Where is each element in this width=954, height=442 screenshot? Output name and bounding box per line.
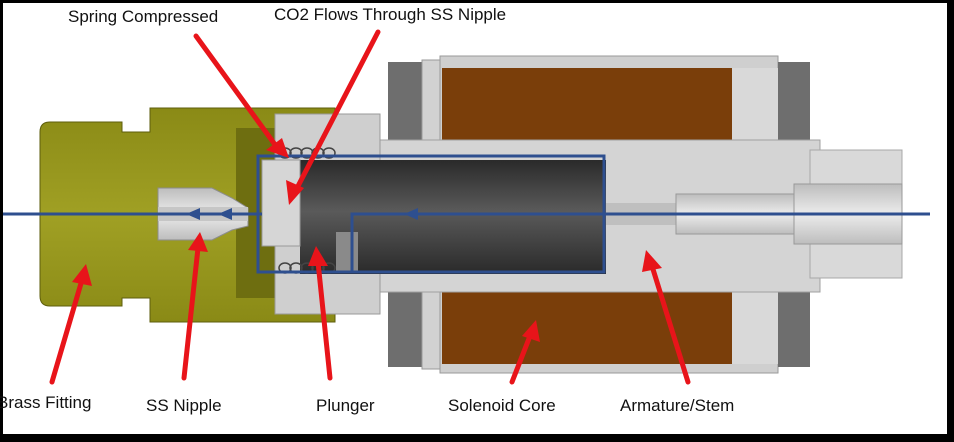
arrow-co2: [293, 29, 381, 193]
plunger-face: [261, 159, 301, 247]
label-solenoid-core: Solenoid Core: [448, 396, 556, 415]
arrowhead-nipple: [188, 232, 208, 252]
label-spring-compressed: Spring Compressed: [68, 7, 218, 26]
arrowhead-plunger: [308, 246, 328, 266]
label-brass-fitting: Brass Fitting: [0, 393, 91, 412]
arrow-spring: [193, 33, 279, 149]
flow-arrowhead-1: [186, 208, 200, 220]
arrow-brass: [49, 277, 85, 385]
label-co2-flows: CO2 Flows Through SS Nipple: [274, 5, 506, 24]
arrow-armature: [649, 263, 691, 385]
arrow-nipple: [181, 245, 201, 381]
arrow-plunger: [315, 259, 333, 381]
label-armature-stem: Armature/Stem: [620, 396, 734, 415]
arrowhead-solenoid: [522, 320, 540, 342]
flow-arrowhead-3: [404, 208, 418, 220]
flow-arrowhead-2: [218, 208, 232, 220]
plunger-port: [336, 232, 358, 272]
arrow-solenoid: [509, 333, 533, 385]
plunger: [261, 159, 606, 274]
label-ss-nipple: SS Nipple: [146, 396, 222, 415]
housing-inner-spacer-top: [732, 68, 778, 140]
arrowhead-co2: [286, 180, 304, 205]
callout-arrows: [49, 29, 691, 385]
housing-inner-spacer-bottom: [732, 292, 778, 364]
flow-line-inner: [350, 212, 930, 272]
solenoid-coil-top: [442, 68, 732, 140]
arrowhead-armature: [642, 250, 662, 272]
arrowhead-spring: [266, 138, 289, 158]
arrowhead-brass: [72, 264, 92, 286]
solenoid-coil-bottom: [442, 292, 732, 364]
label-plunger: Plunger: [316, 396, 375, 415]
co2-flow-path: [3, 154, 930, 274]
